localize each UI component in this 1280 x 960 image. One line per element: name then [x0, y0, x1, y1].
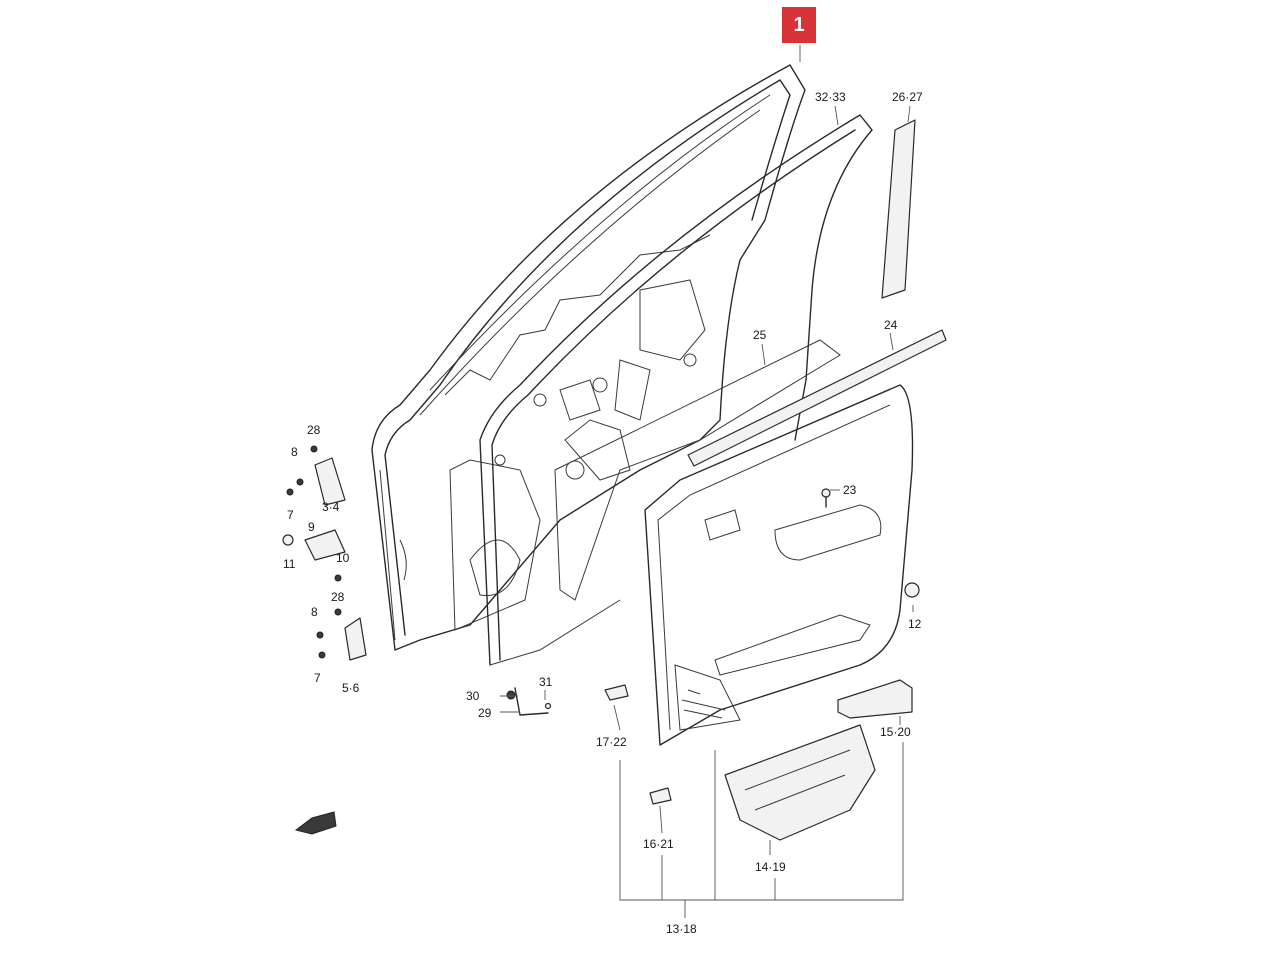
callout-10: 10 — [336, 551, 350, 565]
door-trim-panel — [644, 384, 914, 746]
callout-32-33: 32·33 — [815, 90, 846, 104]
handle-bezel-15-20 — [837, 679, 913, 719]
fasteners — [506, 488, 920, 805]
callout-24: 24 — [884, 318, 898, 332]
door-pocket-14-19 — [724, 724, 876, 841]
callout-16-21: 16·21 — [643, 837, 674, 851]
callout-28-upper: 28 — [307, 423, 321, 437]
callout-3-4: 3·4 — [322, 500, 340, 514]
trim-strip-26-27 — [881, 119, 916, 299]
callout-26-27: 26·27 — [892, 90, 923, 104]
hinges — [282, 445, 367, 661]
front-arrow-icon — [294, 811, 337, 835]
callout-12: 12 — [908, 617, 922, 631]
callout-29: 29 — [478, 706, 492, 720]
sheet-25 — [554, 339, 841, 601]
belt-molding-24 — [687, 329, 947, 467]
callout-5-6: 5·6 — [342, 681, 360, 695]
callout-30: 30 — [466, 689, 480, 703]
callout-25: 25 — [753, 328, 767, 342]
callout-11: 11 — [283, 557, 296, 571]
callout-28-lower: 28 — [331, 590, 345, 604]
callout-15-20: 15·20 — [880, 725, 911, 739]
callout-23: 23 — [843, 483, 857, 497]
highlight-badge-1: 1 — [782, 7, 816, 43]
callout-8-upper: 8 — [291, 445, 298, 459]
callout-7-upper: 7 — [287, 508, 294, 522]
callout-9: 9 — [308, 520, 315, 534]
weatherstrip — [479, 114, 873, 666]
leader-lines — [500, 45, 914, 918]
callout-8-lower: 8 — [311, 605, 318, 619]
callout-14-19: 14·19 — [755, 860, 786, 874]
door-shell — [371, 64, 806, 651]
callout-7-lower: 7 — [314, 671, 321, 685]
callout-17-22: 17·22 — [596, 735, 627, 749]
callout-31: 31 — [539, 675, 553, 689]
callout-13-18: 13·18 — [666, 922, 697, 936]
